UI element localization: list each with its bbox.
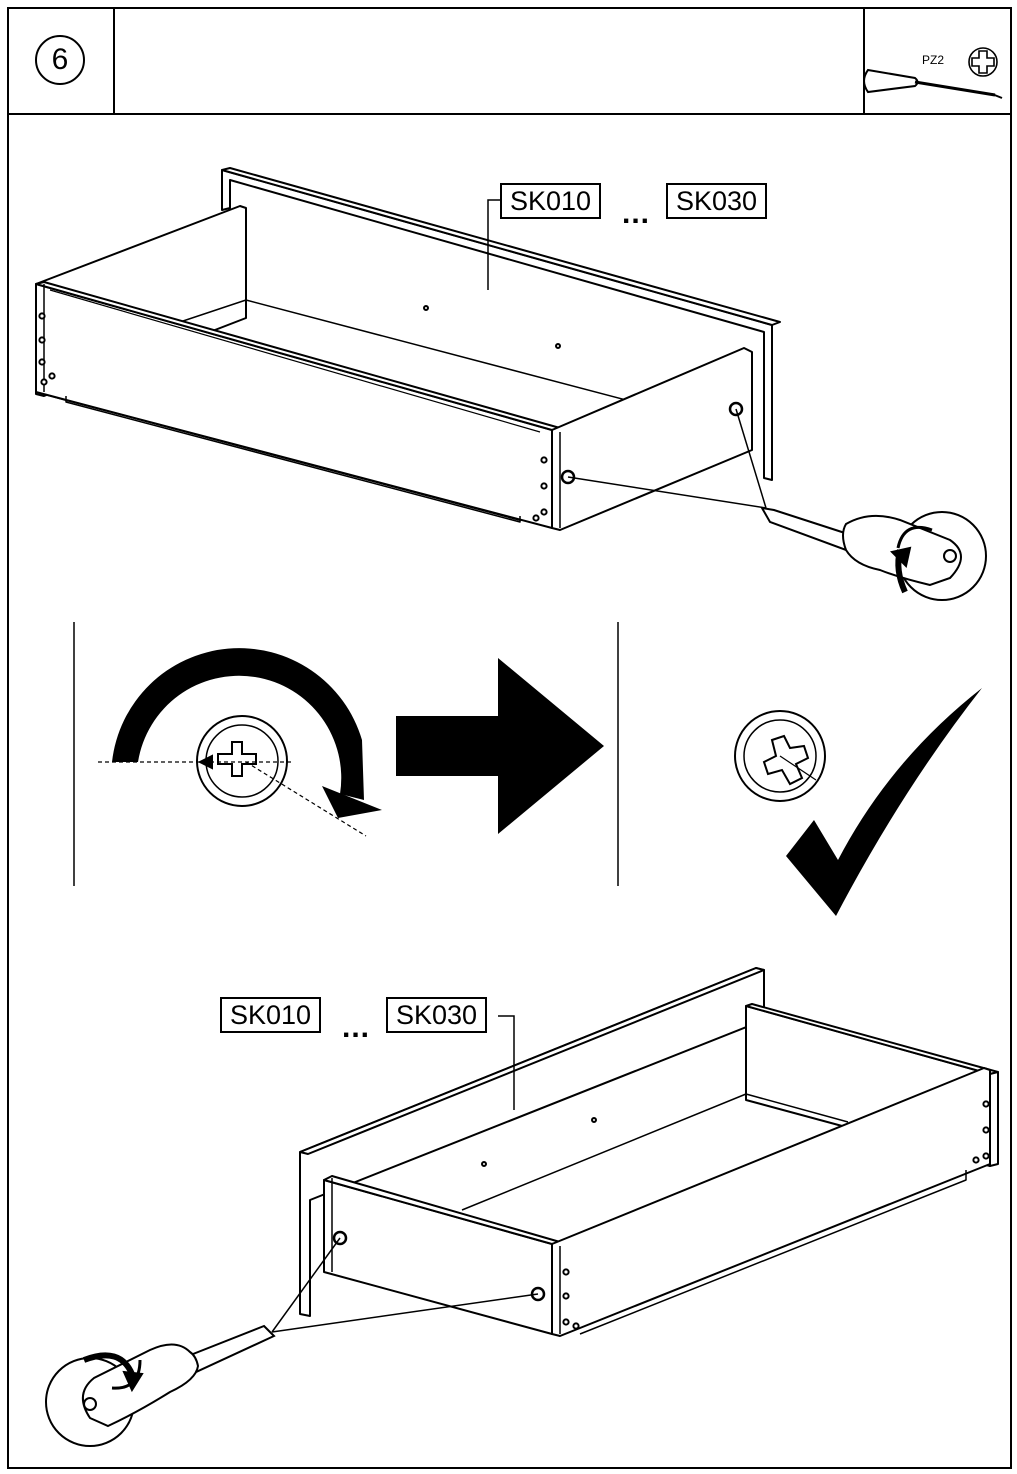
right-arrow-icon <box>396 658 604 834</box>
tool-label: PZ2 <box>922 53 945 67</box>
screw-head-after <box>734 710 826 802</box>
step-number-cell: 6 <box>7 7 115 113</box>
step-header: 6 <box>7 7 1012 115</box>
screwdriver-top <box>760 506 987 601</box>
part-label-last-top: SK030 <box>666 183 768 219</box>
phillips-screwdriver-icon <box>863 68 1003 99</box>
clockwise-arrow-icon <box>112 648 382 818</box>
screw-head-before <box>98 715 367 837</box>
drawer-top <box>35 167 781 531</box>
callout-leader-top <box>487 199 767 509</box>
part-range-separator-bottom: ... <box>342 1011 371 1044</box>
checkmark-icon <box>786 688 982 916</box>
drawer-bottom <box>299 967 999 1337</box>
callout-leader-bottom <box>271 1015 539 1333</box>
tool-cell <box>863 7 1010 113</box>
page-frame <box>7 7 1012 1469</box>
part-label-last-bottom: SK030 <box>386 997 488 1033</box>
divider-lines <box>73 622 619 886</box>
step-number: 6 <box>35 35 85 85</box>
phillips-cross-icon <box>968 47 998 77</box>
part-label-first-bottom: SK010 <box>220 997 322 1033</box>
part-range-separator-top: ... <box>622 197 651 230</box>
part-label-first-top: SK010 <box>500 183 602 219</box>
screwdriver-bottom <box>45 1324 276 1447</box>
